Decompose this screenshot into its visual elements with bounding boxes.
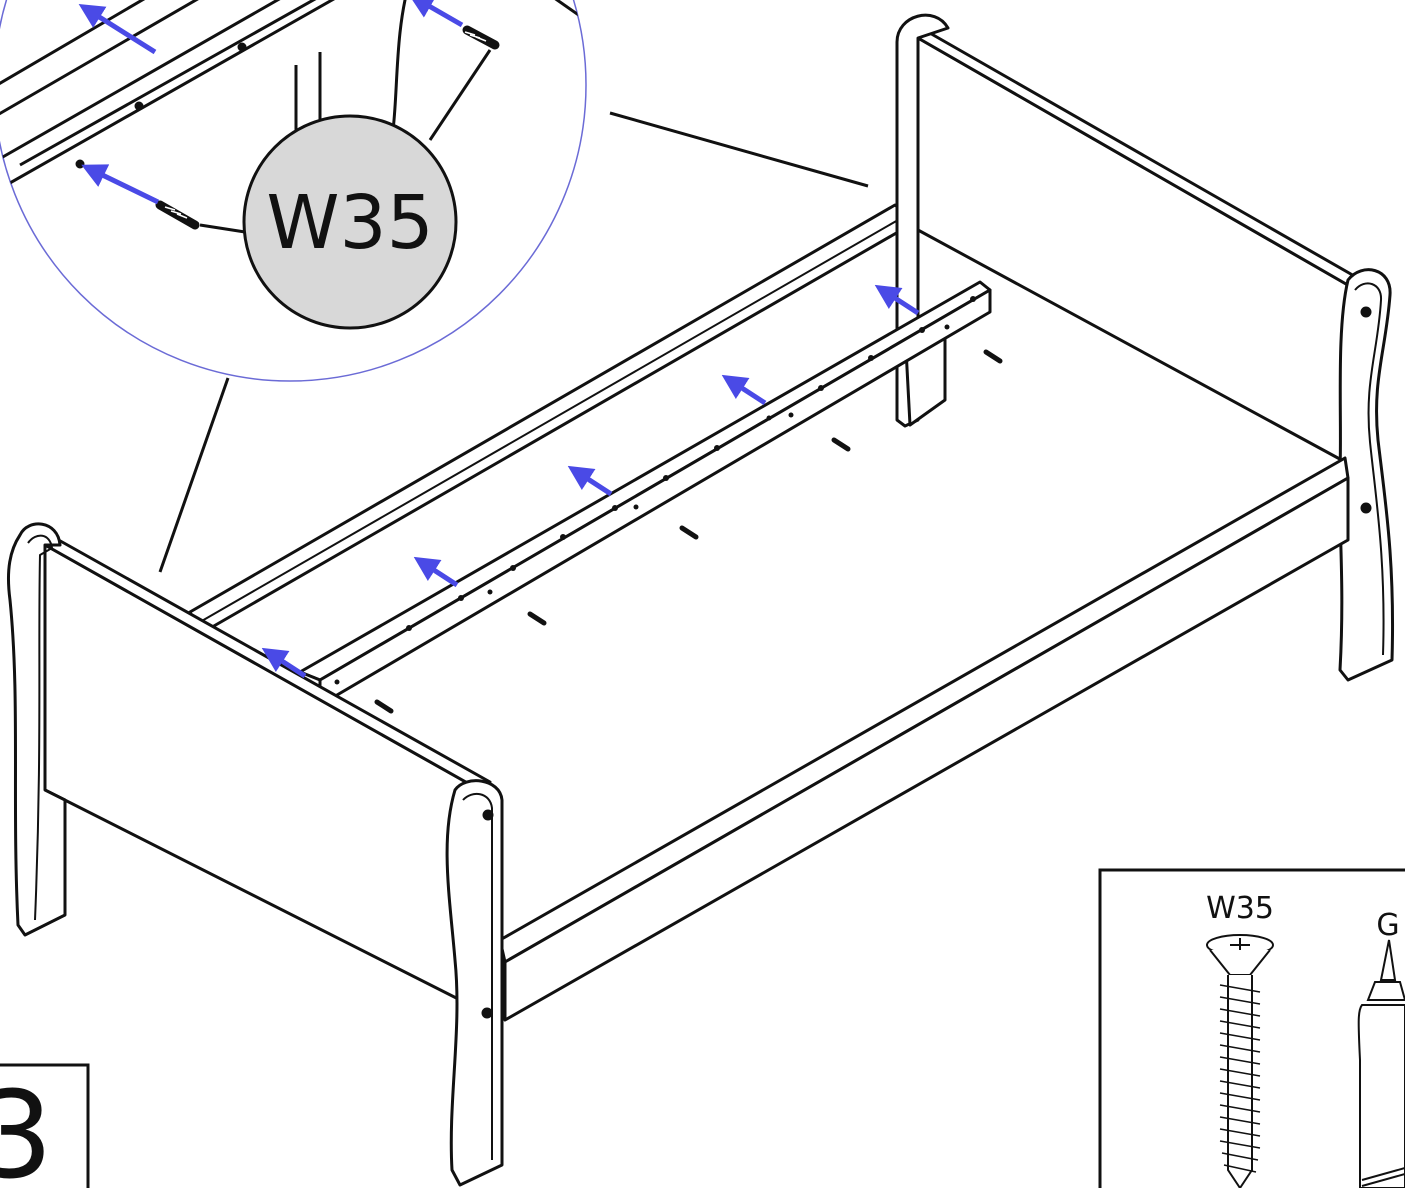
parts-box: W35 G (1098, 868, 1405, 1188)
callout-leader-lines (158, 111, 869, 573)
front-side-rail (498, 456, 1350, 1022)
zoom-arrows (78, 0, 464, 205)
rail-holes (334, 296, 976, 685)
badge-leader-lines (199, 49, 492, 234)
back-headboard (895, 13, 1395, 682)
screw-code-badge (242, 114, 458, 330)
glue-tube-icon (1357, 939, 1405, 1188)
step-number-box: 3 (0, 1063, 90, 1188)
step-number: 3 (0, 1067, 53, 1188)
parts-item-code-g: G (1376, 908, 1399, 943)
parts-item-code-w35: W35 (1206, 891, 1274, 926)
insertion-arrows (261, 284, 920, 679)
zoom-screw-top (462, 25, 500, 50)
loose-screws (374, 349, 1003, 714)
magnifier-callout: W35 (0, 0, 587, 382)
screw-icon (1206, 934, 1274, 1188)
screw-code-label: W35 (266, 180, 433, 266)
zoom-screw-bottom (155, 200, 200, 230)
